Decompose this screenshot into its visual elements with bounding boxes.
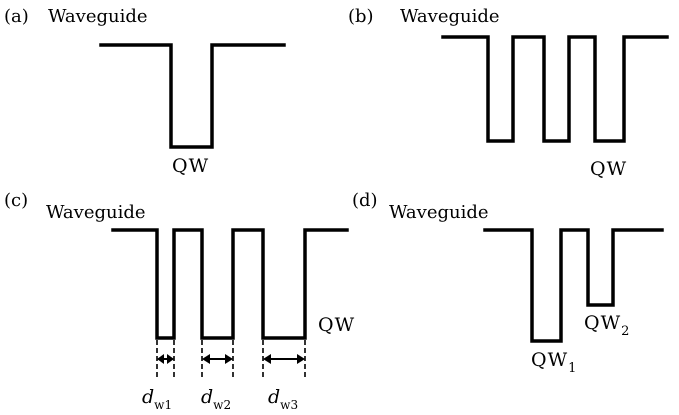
panel-b-well-label: QW [590,158,628,180]
panel-b-band-profile [441,35,669,143]
panel-a-band-profile [99,43,286,149]
qw2-label: QW2 [584,312,631,339]
dw3-subscript: w3 [280,398,299,412]
dw1-subscript: w1 [154,398,173,412]
panel-a-tag: (a) [4,6,29,27]
dw3-label: dw3 [268,386,299,412]
panel-b-title: Waveguide [400,6,500,27]
dw2-subscript: w2 [213,398,232,412]
panel-c-tag: (c) [4,190,29,211]
qw1-label: QW1 [531,349,578,376]
panel-d-tag: (d) [352,190,378,211]
panel-c-well-label: QW [318,314,356,336]
qw1-subscript: 1 [568,361,578,376]
panel-d-title: Waveguide [389,202,489,223]
dw2-label: dw2 [201,386,232,412]
panel-a-title: Waveguide [48,6,148,27]
dw1-label: dw1 [142,386,173,412]
panel-d-band-profile [483,228,664,343]
panel-c-band-profile [111,228,349,340]
panel-a-well-label: QW [172,155,210,177]
panel-c-width-markers [156,340,306,380]
panel-b-tag: (b) [348,6,374,27]
qw2-subscript: 2 [621,324,631,339]
panel-c-title: Waveguide [46,202,146,223]
